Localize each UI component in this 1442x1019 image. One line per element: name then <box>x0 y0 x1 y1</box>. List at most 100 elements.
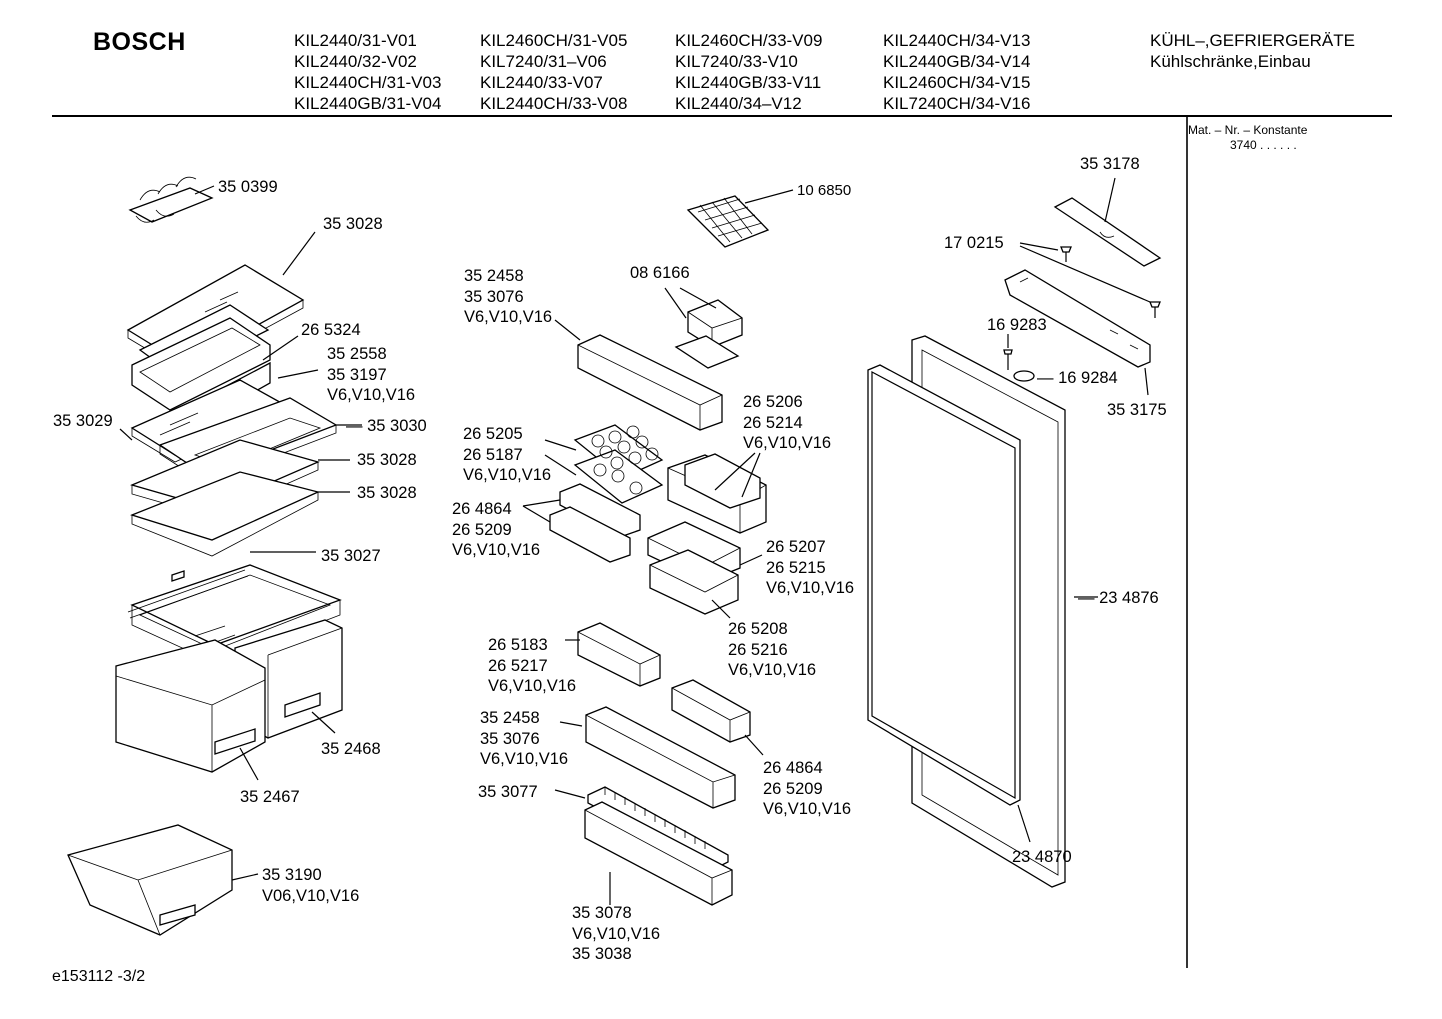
part-label: 26 5217 <box>488 656 548 675</box>
category-line: KÜHL–,GEFRIERGERÄTE <box>1150 31 1355 50</box>
part-label: 26 5206 <box>743 393 803 411</box>
door-box-upper-right <box>667 453 767 534</box>
model-column-2: KIL2460CH/31-V05 KIL7240/31–V06 KIL2440/… <box>480 30 627 114</box>
part-label-group: 26 4864 26 5209 V6,V10,V16 <box>763 758 851 820</box>
egg-rack-part <box>128 176 214 223</box>
model-number: KIL2460CH/31-V05 <box>480 31 628 50</box>
part-label-group: 35 2458 35 3076 V6,V10,V16 <box>464 266 552 328</box>
variant-label: V6,V10,V16 <box>763 800 852 818</box>
screw-lower <box>1149 301 1161 318</box>
egg-tray <box>573 424 664 504</box>
crisper-drawer-left <box>115 639 266 773</box>
variant-label: V6,V10,V16 <box>480 750 569 768</box>
part-label: 35 2458 <box>464 267 524 285</box>
material-constant: Mat. – Nr. – Konstante 3740 . . . . . . <box>1188 123 1307 153</box>
part-label: 35 3197 <box>327 365 387 384</box>
variant-label: V6,V10,V16 <box>464 308 553 326</box>
model-column-3: KIL2460CH/33-V09 KIL7240/33-V10 KIL2440G… <box>675 30 822 114</box>
screw-upper <box>1060 246 1072 262</box>
part-label: 17 0215 <box>944 234 1004 252</box>
model-number: KIL2440/32-V02 <box>294 52 417 71</box>
model-number: KIL7240CH/34-V16 <box>883 94 1031 113</box>
part-label: 16 9283 <box>987 316 1047 334</box>
door-gasket <box>867 364 1021 806</box>
variant-label: V6,V10,V16 <box>463 466 552 484</box>
door-shelf-top <box>577 334 723 431</box>
part-label: 26 5207 <box>766 538 826 556</box>
part-label-group: 35 3078 V6,V10,V16 35 3038 <box>572 903 660 965</box>
hinge-cover <box>1053 197 1162 267</box>
part-label: 26 5205 <box>463 425 523 443</box>
model-number: KIL2440CH/34-V13 <box>883 31 1031 50</box>
part-label: 35 3028 <box>357 484 417 502</box>
ice-tray <box>686 195 770 248</box>
part-label: 23 4870 <box>1012 848 1072 866</box>
part-label: 35 0399 <box>218 178 278 196</box>
part-label-group: 35 2458 35 3076 V6,V10,V16 <box>480 708 568 770</box>
part-label: 26 4864 <box>763 759 823 777</box>
model-number: KIL2460CH/33-V09 <box>675 31 823 50</box>
part-label-group: 35 3190 V06,V10,V16 <box>262 865 359 906</box>
door-shelf-lower <box>585 706 736 809</box>
part-label: 26 5187 <box>463 445 523 464</box>
egg-tray-cups <box>591 425 659 495</box>
variant-label: V6,V10,V16 <box>743 434 832 452</box>
part-label: 35 3028 <box>357 451 417 469</box>
model-number: KIL7240/31–V06 <box>480 52 607 71</box>
part-label: 35 3076 <box>464 287 524 306</box>
model-number: KIL7240/33-V10 <box>675 52 798 71</box>
part-label: 26 5183 <box>488 636 548 654</box>
category-title: KÜHL–,GEFRIERGERÄTE Kühlschränke,Einbau <box>1150 30 1355 72</box>
part-label: 35 3178 <box>1080 155 1140 173</box>
part-label: 35 2467 <box>240 788 300 806</box>
model-number: KIL2440CH/33-V08 <box>480 94 628 113</box>
model-number: KIL2440GB/33-V11 <box>675 73 822 92</box>
variant-label: V6,V10,V16 <box>452 541 541 559</box>
part-label-group: 26 5183 26 5217 V6,V10,V16 <box>488 635 576 697</box>
door-box-lower-left <box>577 622 661 687</box>
drawing-id: e153112 -3/2 <box>52 968 146 985</box>
model-number: KIL2440/34–V12 <box>675 94 802 113</box>
bottle-shelf <box>584 786 733 906</box>
part-label-group: 26 5207 26 5215 V6,V10,V16 <box>766 537 854 599</box>
model-column-4: KIL2440CH/34-V13 KIL2440GB/34-V14 KIL246… <box>883 30 1030 114</box>
large-bin <box>67 824 233 936</box>
part-label: 26 5209 <box>452 520 512 539</box>
variant-label: V6,V10,V16 <box>488 677 577 695</box>
model-number: KIL2440/31-V01 <box>294 31 417 50</box>
part-label: 26 5214 <box>743 413 803 432</box>
part-label: 35 2558 <box>327 345 387 363</box>
constant-label: Mat. – Nr. – Konstante <box>1188 123 1308 137</box>
door-box-mid <box>647 521 741 615</box>
part-label-group: 26 4864 26 5209 V6,V10,V16 <box>452 499 540 561</box>
model-number: KIL2440GB/31-V04 <box>294 94 442 113</box>
part-label: 26 5215 <box>766 558 826 577</box>
part-label: 35 3077 <box>478 783 538 801</box>
part-label: 26 5216 <box>728 640 788 659</box>
model-number: KIL2440CH/31-V03 <box>294 73 442 92</box>
variant-label: V06,V10,V16 <box>262 886 360 905</box>
screw-door <box>1003 349 1013 370</box>
part-label: 10 6850 <box>797 182 852 199</box>
part-label: 26 5209 <box>763 779 823 798</box>
part-label: 26 5208 <box>728 620 788 638</box>
constant-value: 3740 . . . . . . <box>1230 138 1297 152</box>
variant-label: V6,V10,V16 <box>728 661 817 679</box>
part-label: — 35 3030 <box>346 417 427 435</box>
part-label: 35 3078 <box>572 904 632 922</box>
butter-dish <box>674 299 743 369</box>
part-label: 35 3175 <box>1107 401 1167 419</box>
part-label-group: 35 2558 35 3197 V6,V10,V16 <box>327 344 415 406</box>
part-label: 35 3076 <box>480 729 540 748</box>
part-label: 35 3027 <box>321 547 381 565</box>
small-box-right <box>671 679 751 743</box>
brand-logo: BOSCH <box>93 28 186 56</box>
part-label: 35 2458 <box>480 709 540 727</box>
model-number: KIL2440GB/34-V14 <box>883 52 1031 71</box>
part-label: — 23 4876 <box>1078 589 1159 607</box>
part-label-group: 26 5208 26 5216 V6,V10,V16 <box>728 619 816 681</box>
variant-label: V6,V10,V16 <box>327 386 416 404</box>
model-column-1: KIL2440/31-V01 KIL2440/32-V02 KIL2440CH/… <box>294 30 441 114</box>
part-label: 26 4864 <box>452 500 512 518</box>
